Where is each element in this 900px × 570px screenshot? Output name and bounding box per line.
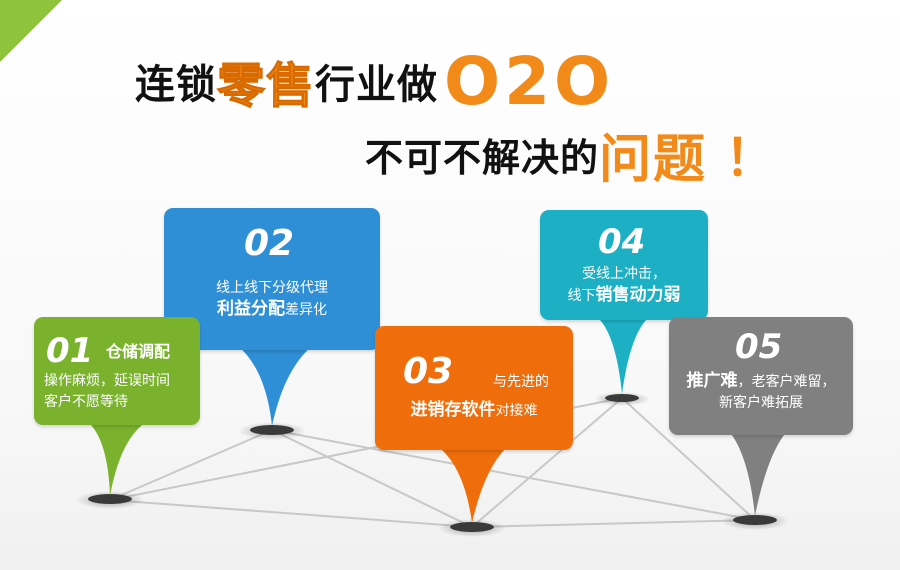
card-line: 进销存软件对接难 (375, 400, 573, 422)
card-04: 04 受线上冲击， 线下销售动力弱 (540, 210, 708, 320)
network-line (621, 397, 756, 521)
card-line: 新客户难拓展 (719, 395, 803, 411)
pin-base-01 (76, 491, 144, 509)
pin-tail-02 (238, 346, 312, 426)
card-rest: ，老客户难留， (737, 374, 836, 390)
network-line (471, 519, 756, 528)
card-rest: 差异化 (285, 302, 327, 318)
pin-base-05 (721, 512, 789, 530)
card-number: 03 (403, 351, 454, 392)
pin-tail-05 (726, 428, 790, 516)
card-01: 01 仓储调配 操作麻烦，延误时间 客户不愿等待 (34, 317, 200, 425)
pin-tail-03 (440, 448, 506, 523)
network-line (109, 429, 273, 501)
card-text: 操作麻烦，延误时间 客户不愿等待 (44, 371, 170, 413)
network-line (271, 429, 756, 521)
pin-bases (76, 392, 789, 537)
card-number: 01 (46, 331, 94, 371)
card-number: 05 (735, 327, 783, 367)
card-line: 操作麻烦，延误时间 (44, 373, 170, 389)
title-o2o: O2O (444, 42, 615, 120)
title-exclamation: ！ (725, 129, 776, 187)
card-bold: 销售动力弱 (595, 285, 681, 305)
pin-tail-01 (88, 422, 146, 496)
card-text: 受线上冲击， 线下销售动力弱 (540, 264, 708, 307)
title-part: 行业做 (315, 62, 439, 108)
card-rest: 对接难 (495, 403, 538, 419)
corner-triangle (0, 0, 62, 62)
card-number: 02 (244, 223, 295, 264)
card-05: 05 推广难，老客户难留， 新客户难拓展 (669, 317, 853, 435)
card-text: 线上线下分级代理 利益分配差异化 (164, 278, 380, 321)
network-line (471, 397, 623, 528)
pin-base-02 (238, 422, 306, 440)
card-heading: 仓储调配 (106, 342, 171, 361)
title-line-2: 不可不解决的 问题 ！ (365, 122, 775, 190)
card-line: 线上线下分级代理 (216, 280, 328, 296)
title-highlight: 零售 (216, 58, 316, 115)
pin-tail-04 (598, 318, 648, 394)
card-number: 04 (598, 222, 646, 262)
card-bold: 进销存软件 (410, 400, 496, 420)
card-line: 与先进的 (493, 374, 549, 390)
card-line: 客户不愿等待 (44, 394, 128, 410)
card-line: 受线上冲击， (582, 266, 666, 282)
card-prefix: 线下 (567, 288, 596, 304)
card-line: 线下销售动力弱 (540, 285, 708, 307)
network-line (109, 499, 473, 528)
card-02: 02 线上线下分级代理 利益分配差异化 (164, 208, 380, 350)
title-part: 不可不解决的 (365, 135, 600, 180)
card-line: 利益分配差异化 (164, 299, 380, 321)
card-03: 03 与先进的 进销存软件对接难 (375, 326, 573, 450)
title-highlight: 问题 (599, 129, 708, 190)
card-bold: 推广难 (686, 371, 738, 391)
card-text: 推广难，老客户难留， 新客户难拓展 (669, 371, 853, 414)
pin-base-04 (594, 392, 650, 406)
card-line: 推广难，老客户难留， (669, 371, 853, 393)
pin-base-03 (438, 519, 506, 537)
title-line-1: 连锁 零售 行业做 O2O (135, 43, 614, 120)
network-line (271, 429, 473, 528)
title-part: 连锁 (135, 62, 217, 108)
card-bold: 利益分配 (217, 299, 285, 319)
